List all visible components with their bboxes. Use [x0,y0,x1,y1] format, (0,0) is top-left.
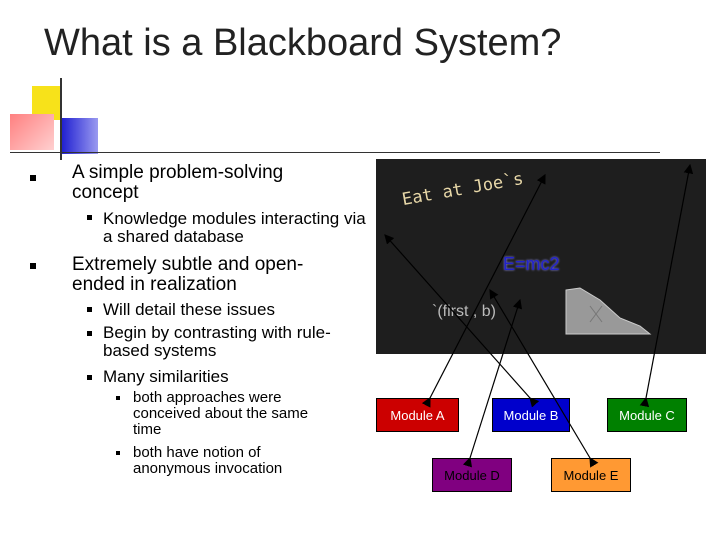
arrow-c [646,165,690,398]
arrow-b [385,235,530,398]
gray-shape [566,288,650,334]
arrow-a [430,175,545,398]
